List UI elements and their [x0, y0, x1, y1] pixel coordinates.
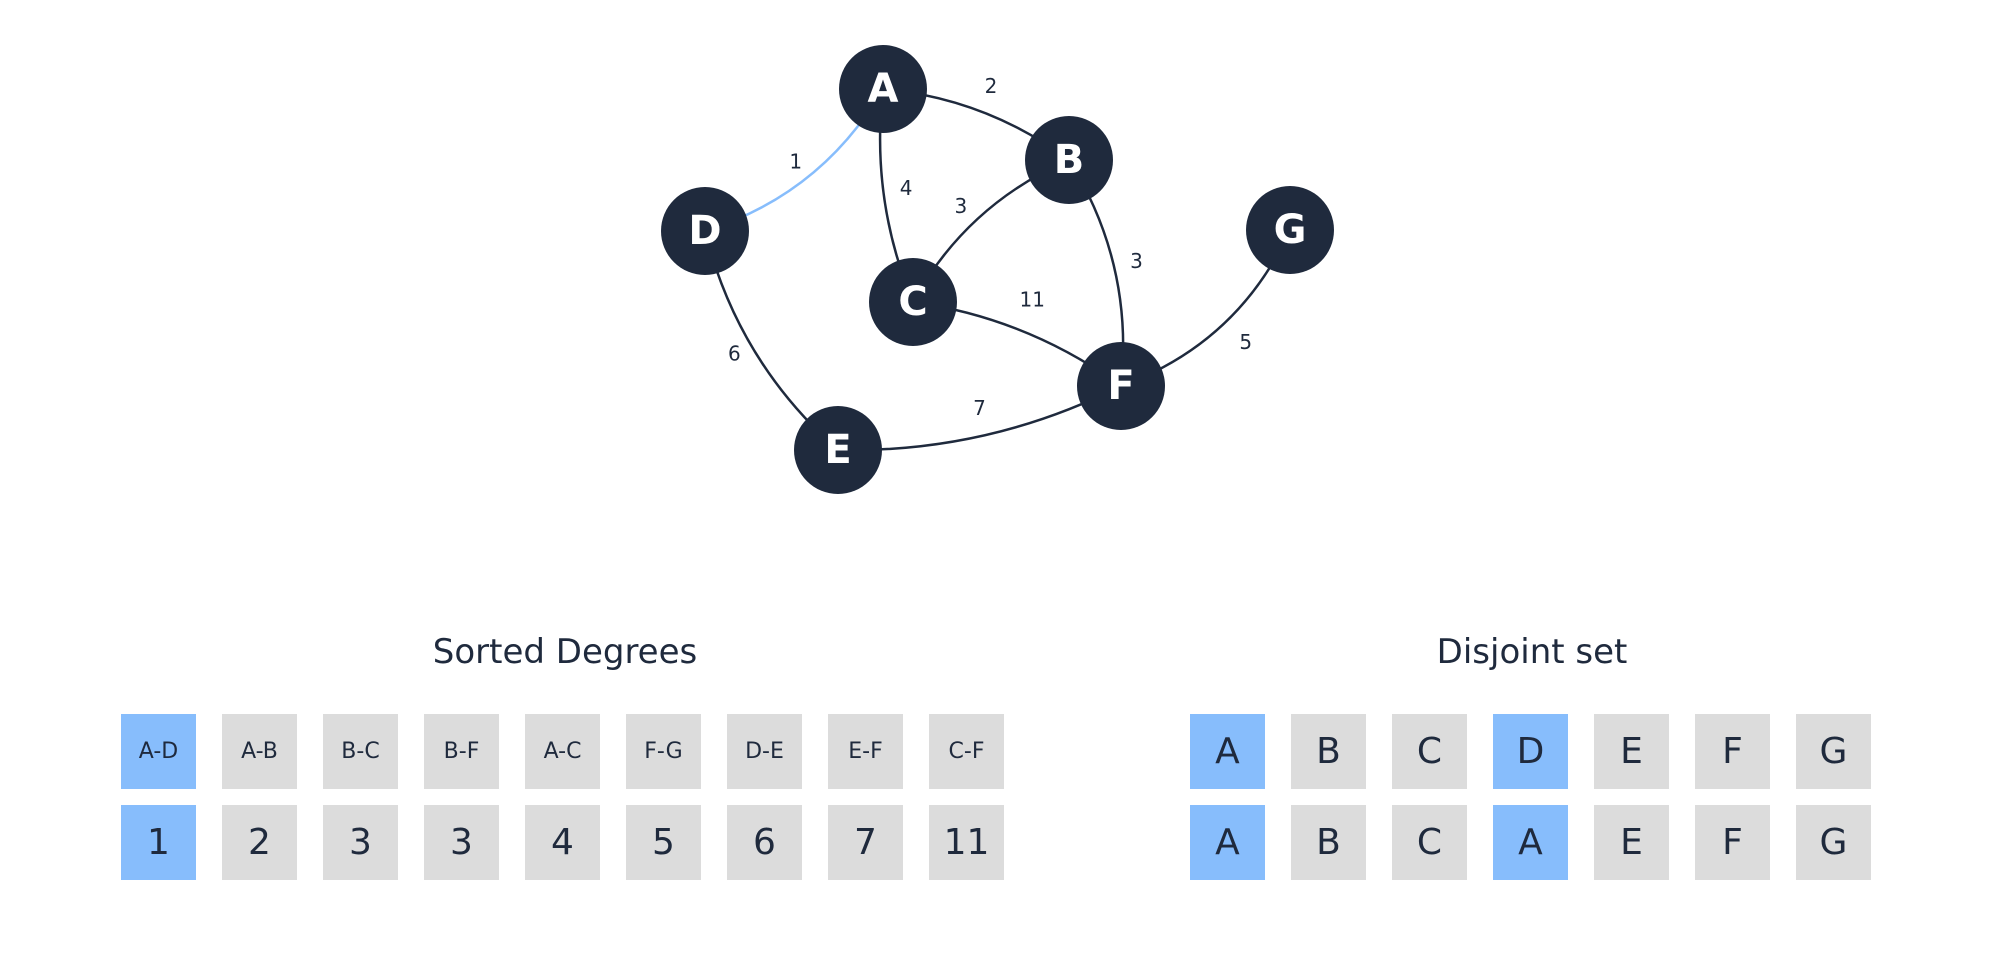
node-label-a: A — [868, 66, 899, 112]
node-circle-d — [661, 187, 749, 275]
disjoint-parent-cell-5: F — [1695, 805, 1770, 880]
node-g: G — [1246, 186, 1334, 274]
sorted-weight-cell-7: 7 — [828, 805, 903, 880]
disjoint-vertex-cell-3: D — [1493, 714, 1568, 789]
node-circle-e — [794, 406, 882, 494]
disjoint-vertex-cell-0: A — [1190, 714, 1265, 789]
edge-weight-a-b: 2 — [985, 74, 998, 98]
node-b: B — [1025, 116, 1113, 204]
edge-weight-e-f: 7 — [973, 396, 986, 420]
disjoint-vertex-cell-1: B — [1291, 714, 1366, 789]
edge-weight-a-c: 4 — [900, 176, 913, 200]
node-circle-a — [839, 45, 927, 133]
edge-weights-layer: 1 2 3 3 4 5 6 7 11 — [728, 74, 1252, 420]
sorted-degrees-title: Sorted Degrees — [432, 632, 698, 672]
node-label-e: E — [824, 427, 851, 473]
disjoint-vertex-cell-4: E — [1594, 714, 1669, 789]
disjoint-set-title: Disjoint set — [1436, 632, 1628, 672]
sorted-edge-cell-0: A-D — [121, 714, 196, 789]
node-circle-g — [1246, 186, 1334, 274]
sorted-edge-cell-8: C-F — [929, 714, 1004, 789]
sorted-weight-cell-8: 11 — [929, 805, 1004, 880]
sorted-edge-cell-1: A-B — [222, 714, 297, 789]
disjoint-vertex-cell-2: C — [1392, 714, 1467, 789]
edges-layer — [703, 87, 1292, 452]
sorted-weight-cell-2: 3 — [323, 805, 398, 880]
node-f: F — [1077, 342, 1165, 430]
node-e: E — [794, 406, 882, 494]
disjoint-parent-cell-3: A — [1493, 805, 1568, 880]
sorted-edge-cell-3: B-F — [424, 714, 499, 789]
disjoint-parent-cell-0: A — [1190, 805, 1265, 880]
edge-weight-a-d: 1 — [789, 150, 802, 174]
disjoint-parent-cell-4: E — [1594, 805, 1669, 880]
node-circle-b — [1025, 116, 1113, 204]
disjoint-vertex-cell-6: G — [1796, 714, 1871, 789]
node-label-c: C — [898, 279, 927, 325]
edge-weight-b-f: 3 — [1130, 249, 1143, 273]
sorted-edges-row: A-D A-B B-C B-F A-C F-G D-E E-F C-F — [121, 714, 1004, 789]
disjoint-parent-cell-2: C — [1392, 805, 1467, 880]
node-label-b: B — [1054, 137, 1085, 183]
edge-weight-c-f: 11 — [1020, 288, 1045, 312]
node-label-d: D — [688, 208, 721, 254]
node-c: C — [869, 258, 957, 346]
disjoint-parent-cell-1: B — [1291, 805, 1366, 880]
edge-weight-d-e: 6 — [728, 341, 741, 365]
nodes-layer: A B C D E F G — [661, 45, 1334, 494]
disjoint-vertex-cell-5: F — [1695, 714, 1770, 789]
sorted-weight-cell-5: 5 — [626, 805, 701, 880]
node-circle-f — [1077, 342, 1165, 430]
sorted-weight-cell-1: 2 — [222, 805, 297, 880]
sorted-weight-cell-3: 3 — [424, 805, 499, 880]
graph-diagram: 1 2 3 3 4 5 6 7 11 A B C D E F G — [661, 45, 1334, 494]
node-a: A — [839, 45, 927, 133]
edge-weight-f-g: 5 — [1239, 330, 1252, 354]
disjoint-parent-cell-6: G — [1796, 805, 1871, 880]
sorted-edge-cell-2: B-C — [323, 714, 398, 789]
edge-weight-b-c: 3 — [955, 194, 968, 218]
node-label-g: G — [1274, 207, 1307, 253]
sorted-weight-cell-4: 4 — [525, 805, 600, 880]
sorted-edge-cell-6: D-E — [727, 714, 802, 789]
sorted-weight-cell-0: 1 — [121, 805, 196, 880]
node-label-f: F — [1107, 363, 1134, 409]
sorted-edge-cell-7: E-F — [828, 714, 903, 789]
sorted-edge-cell-4: A-C — [525, 714, 600, 789]
sorted-edge-cell-5: F-G — [626, 714, 701, 789]
node-d: D — [661, 187, 749, 275]
node-circle-c — [869, 258, 957, 346]
sorted-weight-cell-6: 6 — [727, 805, 802, 880]
